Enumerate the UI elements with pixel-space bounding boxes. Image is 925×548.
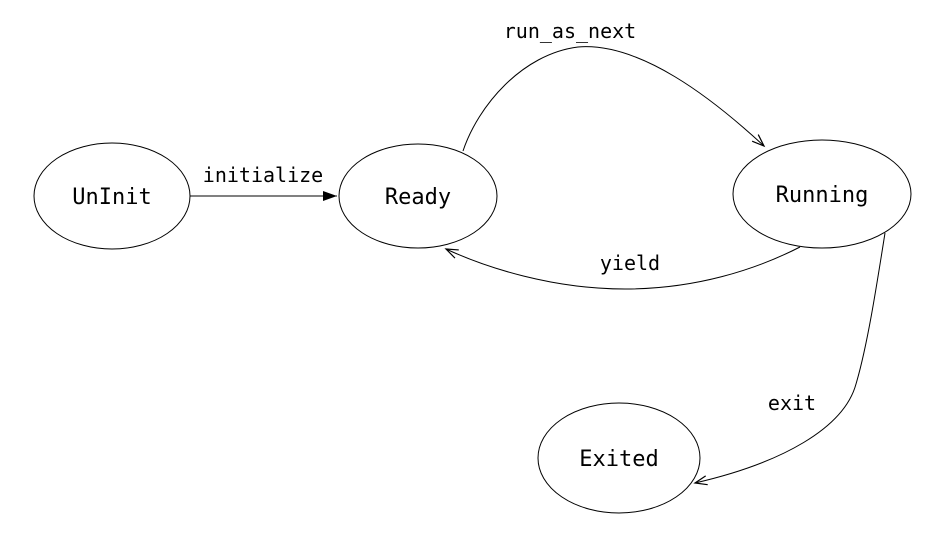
state-node-uninit: UnInit <box>33 142 191 250</box>
edge-run-as-next <box>462 46 766 152</box>
edge-yield <box>444 246 801 290</box>
state-node-ready: Ready <box>338 143 498 249</box>
state-label-running: Running <box>776 183 869 208</box>
edge-label-exit: exit <box>768 391 816 415</box>
edge-label-yield: yield <box>600 251 660 275</box>
state-label-exited: Exited <box>579 447 658 472</box>
state-node-running: Running <box>732 139 912 249</box>
edge-label-initialize: initialize <box>203 163 323 187</box>
state-node-exited: Exited <box>537 402 701 514</box>
state-ellipse-ready <box>338 143 498 249</box>
state-ellipse-running <box>732 139 912 249</box>
state-label-uninit: UnInit <box>72 185 151 210</box>
state-label-ready: Ready <box>385 185 451 210</box>
state-ellipse-exited <box>537 402 701 514</box>
edge-exit <box>693 232 886 486</box>
state-ellipse-uninit <box>33 142 191 250</box>
edge-label-run-as-next: run_as_next <box>504 19 636 43</box>
